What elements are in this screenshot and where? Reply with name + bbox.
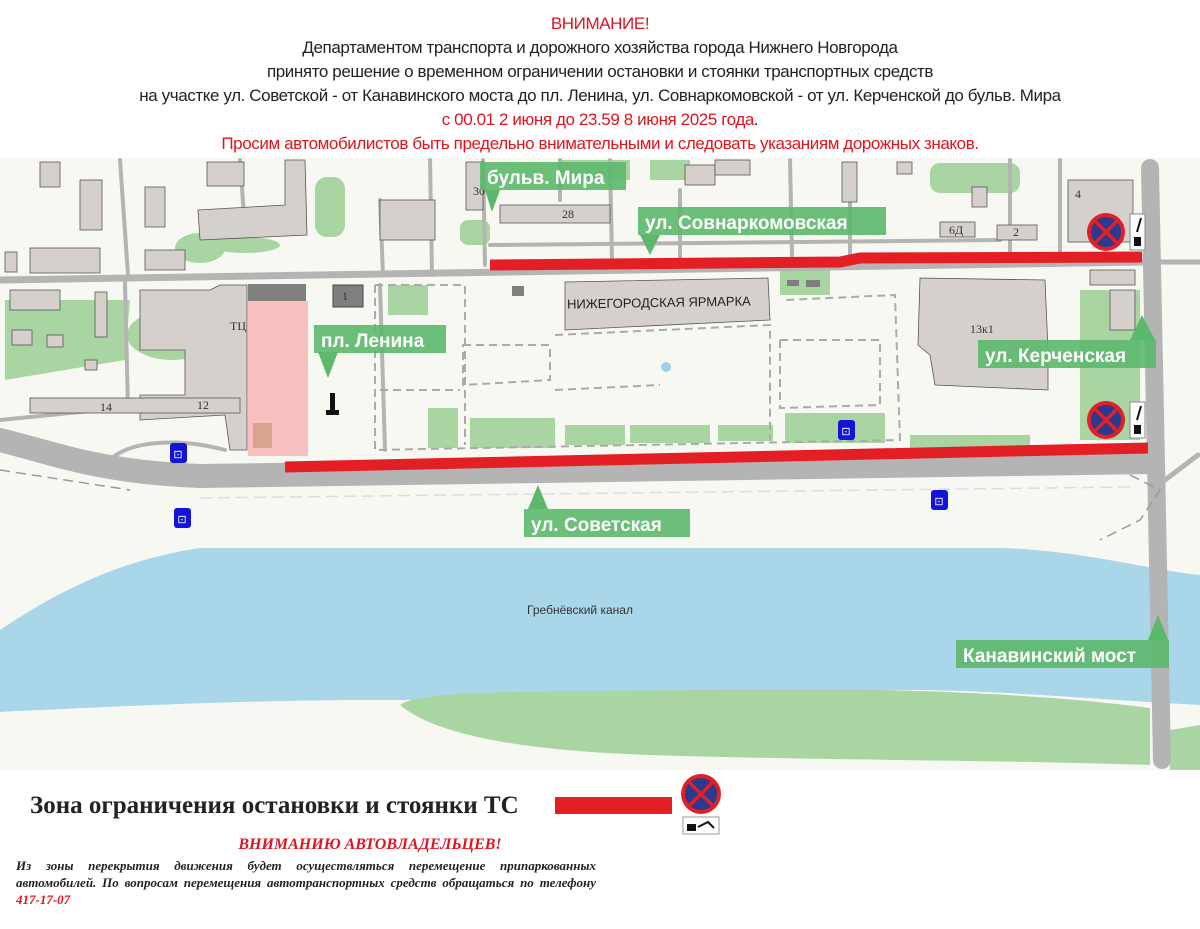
green-bank bbox=[400, 689, 1150, 765]
label-sovetskaya: ул. Советская bbox=[524, 485, 690, 537]
legend-sign bbox=[681, 774, 721, 835]
svg-text:пл. Ленина: пл. Ленина bbox=[321, 331, 425, 352]
owners-warning: ВНИМАНИЮ АВТОВЛАДЕЛЬЦЕВ! bbox=[238, 836, 502, 853]
legend-restriction-line bbox=[555, 797, 672, 814]
svg-text:Канавинский мост: Канавинский мост bbox=[963, 646, 1136, 667]
canal-water bbox=[0, 548, 1200, 712]
svg-text:⊡: ⊡ bbox=[841, 426, 850, 438]
tow-truck-plate-icon bbox=[1129, 401, 1146, 439]
roads bbox=[0, 158, 1200, 769]
svg-text:⊡: ⊡ bbox=[177, 514, 186, 526]
monument-icon bbox=[326, 393, 339, 415]
building-label-2: 2 bbox=[1013, 225, 1019, 239]
label-mira: бульв. Мира bbox=[480, 162, 626, 212]
small-structure bbox=[253, 423, 272, 448]
svg-text:ул. Советская: ул. Советская bbox=[531, 515, 662, 536]
label-kerchenskaya: ул. Керченская bbox=[978, 315, 1156, 368]
restriction-zone-sovetskaya bbox=[284, 442, 1149, 473]
bus-stop-icon: ⊡ bbox=[931, 490, 948, 510]
header-line-2: принято решение о временном ограничении … bbox=[266, 62, 934, 81]
tow-truck-plate-icon bbox=[682, 816, 720, 835]
towing-note-text: Из зоны перекрытия движения будет осущес… bbox=[16, 858, 596, 890]
svg-text:бульв. Мира: бульв. Мира bbox=[487, 168, 605, 189]
label-lenina: пл. Ленина bbox=[314, 325, 446, 378]
small-building bbox=[512, 286, 524, 296]
header-line-1: Департаментом транспорта и дорожного хоз… bbox=[302, 38, 898, 57]
road-center-line bbox=[199, 486, 1131, 499]
bus-stop-icon: ⊡ bbox=[170, 443, 187, 463]
building-label-12: 12 bbox=[197, 398, 209, 412]
attention-heading: ВНИМАНИЕ! bbox=[550, 14, 650, 33]
building-1 bbox=[332, 284, 364, 308]
svg-text:ул. Совнаркомовская: ул. Совнаркомовская bbox=[645, 213, 848, 234]
building-label-1: 1 bbox=[342, 289, 348, 303]
restriction-zone-sovnarkomovskaya bbox=[489, 251, 1143, 271]
svg-text:⊡: ⊡ bbox=[173, 449, 182, 461]
legend-title: Зона ограничения остановки и стоянки ТС bbox=[30, 792, 519, 819]
building-label-13k1: 13к1 bbox=[970, 322, 994, 336]
building-label-4: 4 bbox=[1075, 187, 1081, 201]
towing-note: Из зоны перекрытия движения будет осущес… bbox=[16, 857, 596, 908]
building-label-6d: 6Д bbox=[949, 223, 963, 237]
road-dashes bbox=[0, 469, 1162, 541]
phone-number: 417-17-07 bbox=[16, 892, 71, 907]
building-label-tc: ТЦ bbox=[230, 319, 246, 333]
bus-stop-icon: ⊡ bbox=[174, 508, 191, 528]
header-period: с 00.01 2 июня до 23.59 8 июня 2025 года… bbox=[0, 110, 1200, 130]
bus-stop-icon: ⊡ bbox=[838, 420, 855, 440]
small-building bbox=[787, 280, 799, 286]
no-stopping-sign-icon bbox=[681, 774, 721, 814]
header-request: Просим автомобилистов быть предельно вни… bbox=[221, 134, 979, 153]
no-stopping-sign-icon bbox=[1087, 213, 1125, 251]
fair-paths bbox=[374, 284, 902, 452]
period-text: с 00.01 2 июня до 23.59 8 июня 2025 года bbox=[441, 110, 755, 129]
canal-label: Гребнёвский канал bbox=[527, 603, 633, 617]
fountain bbox=[661, 362, 671, 372]
label-sovnarkomovskaya: ул. Совнаркомовская bbox=[638, 207, 886, 255]
no-stopping-sign-icon bbox=[1087, 401, 1125, 439]
small-building bbox=[806, 280, 820, 287]
map: Гребнёвский канал bbox=[0, 158, 1200, 770]
fair-label: НИЖЕГОРОДСКАЯ ЯРМАРКА bbox=[567, 293, 751, 311]
building-label-14: 14 bbox=[100, 400, 112, 414]
period-end: . bbox=[753, 110, 759, 129]
header-line-3: на участке ул. Советской - от Канавинско… bbox=[139, 86, 1061, 105]
svg-text:⊡: ⊡ bbox=[934, 496, 943, 508]
building-label-28: 28 bbox=[562, 207, 574, 221]
label-kanavinsky-bridge: Канавинский мост bbox=[956, 615, 1169, 668]
svg-text:ул. Керченская: ул. Керченская bbox=[985, 346, 1126, 367]
green-area bbox=[1170, 725, 1200, 770]
tow-truck-plate-icon bbox=[1129, 213, 1146, 251]
dark-building bbox=[248, 284, 306, 301]
